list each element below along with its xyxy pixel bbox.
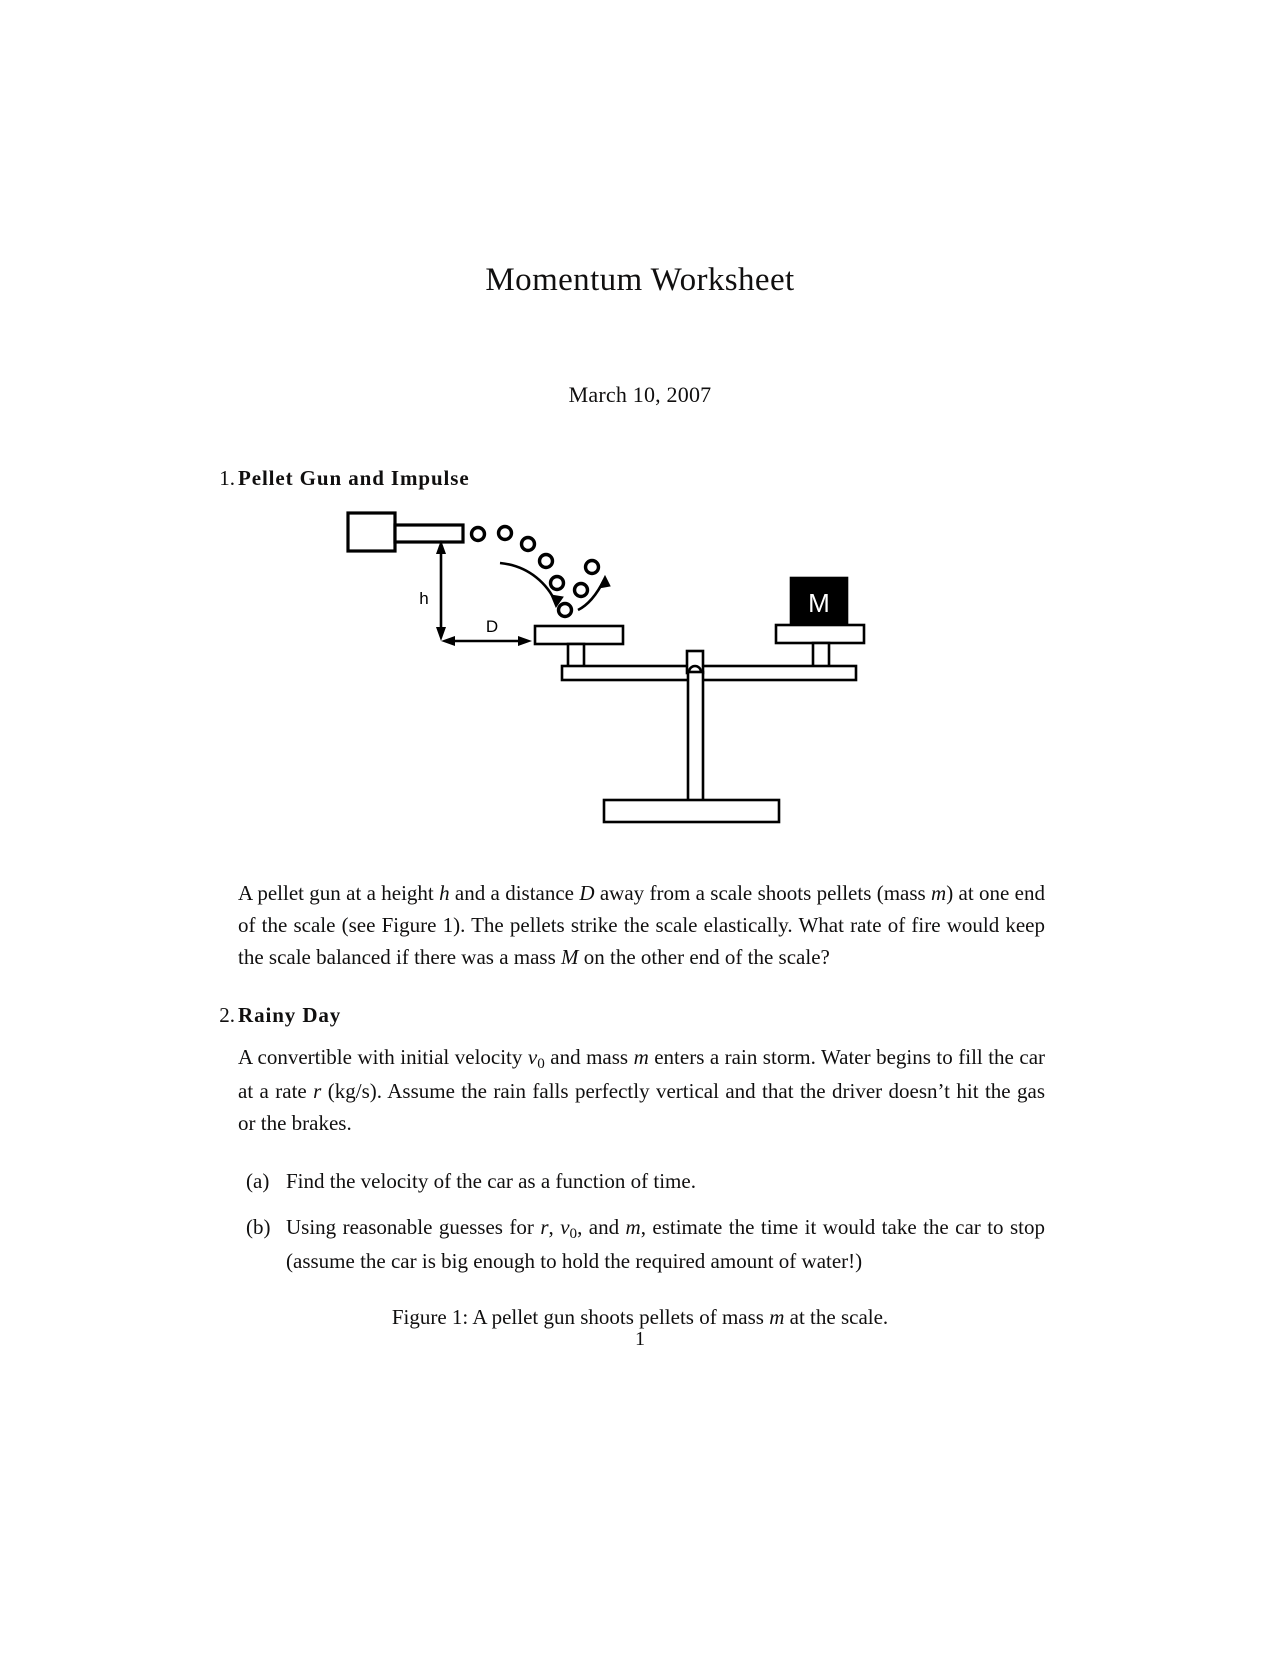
subitem-b-label: (b) (246, 1214, 271, 1239)
subitem-b-part-3: , estimate the time it would take the ca… (286, 1214, 1045, 1274)
mass-block-label: M (808, 588, 830, 618)
pellet (519, 535, 537, 553)
p2-var-r: r (313, 1079, 322, 1104)
height-label: h (419, 589, 428, 608)
p2-part-2: and mass (544, 1045, 634, 1069)
caption-text-part-2: at the scale. (784, 1305, 889, 1329)
p1-part-2: and a distance (449, 881, 580, 905)
problem-2-number: 2. (219, 1003, 235, 1027)
caption-text-part-1: Figure 1: A pellet gun shoots pellets of… (391, 1305, 770, 1329)
incoming-arrowhead (550, 594, 564, 609)
pellet (556, 601, 574, 619)
pellet (537, 552, 555, 570)
balance-beam (560, 664, 858, 682)
distance-arrowhead-left (441, 636, 455, 646)
problem-2: 2. Rainy Day A convertible with initial … (205, 1003, 1045, 1278)
p1-part-1: A pellet gun at a height (238, 881, 440, 905)
page-number: 1 (635, 1328, 645, 1350)
p1-part-4: ) at one end of the scale (see Figure 1)… (238, 881, 1045, 969)
height-arrowhead-bottom (436, 627, 446, 641)
pellet (583, 558, 601, 576)
pellet-gun-barrel (393, 523, 465, 544)
problem-1-paragraph: A pellet gun at a height h and a distanc… (238, 878, 1045, 974)
pellet (548, 574, 566, 592)
stand-column (686, 670, 705, 804)
problem-2-paragraph: A convertible with initial velocity v0 a… (238, 1042, 1045, 1140)
p2-part-3: enters a rain storm. Water begins to fil… (238, 1045, 1046, 1104)
problem-1-text-block: A pellet gun at a height h and a distanc… (205, 878, 1045, 974)
p2-var-v-subscript: 0 (537, 1056, 545, 1073)
figure-1: h D M Fi (0, 500, 1280, 1329)
problem-1: 1. Pellet Gun and Impulse (205, 466, 1045, 491)
subitem-b-part-2: , and (577, 1214, 626, 1239)
subitem-b-var-v: v (560, 1214, 570, 1239)
subitem-a-label: (a) (246, 1169, 270, 1194)
right-pan (774, 623, 866, 645)
distance-label: D (486, 617, 498, 636)
p1-var-m: m (931, 881, 947, 905)
page-title: Momentum Worksheet (485, 262, 795, 298)
subitem-b-var-m: m (625, 1214, 641, 1239)
subitem-b-part-1: Using reasonable guesses for (286, 1214, 541, 1239)
p2-part-4: (kg/s). Assume the rain falls perfectly … (238, 1079, 1045, 1136)
pellet (572, 581, 590, 599)
left-pan-post (566, 642, 586, 670)
p1-var-M: M (561, 944, 579, 969)
p2-var-v: v (527, 1045, 538, 1069)
pellet (496, 524, 514, 542)
subitem-b-var-r: r (540, 1214, 549, 1239)
pellet (469, 525, 487, 543)
stand-base (602, 798, 781, 824)
problem-2-heading: Rainy Day (238, 1003, 342, 1027)
subitem-a-text: Find the velocity of the car as a functi… (286, 1169, 696, 1194)
distance-arrowhead-right (518, 636, 532, 646)
p2-var-m: m (633, 1045, 649, 1069)
pellet-group (469, 524, 601, 619)
p2-part-1: A convertible with initial velocity (238, 1045, 528, 1069)
right-pan-post (811, 641, 831, 670)
figure-1-caption: Figure 1: A pellet gun shoots pellets of… (0, 1305, 1280, 1330)
left-pan (533, 624, 625, 646)
figure-1-diagram: h D M (346, 511, 866, 824)
subitem-b-comma: , (548, 1214, 561, 1239)
document-date: March 10, 2007 (568, 382, 712, 407)
p1-part-3: away from a scale shoots pellets (mass (594, 881, 932, 905)
p1-part-5: on the other end of the scale? (578, 944, 830, 969)
rebound-arrowhead (598, 574, 611, 589)
problem-1-heading: Pellet Gun and Impulse (238, 466, 470, 490)
subitem-b-var-v-subscript: 0 (569, 1226, 578, 1243)
pellet-gun-body (346, 511, 397, 553)
problem-2-subitem-a: (a) Find the velocity of the car as a fu… (238, 1166, 1045, 1198)
caption-var-m: m (769, 1305, 785, 1329)
p1-var-h: h (439, 881, 450, 905)
problem-2-subitem-b: (b) Using reasonable guesses for r, v0, a… (238, 1212, 1045, 1278)
height-arrowhead-top (436, 540, 446, 554)
p1-var-D: D (579, 881, 595, 905)
problem-1-number: 1. (219, 466, 235, 490)
